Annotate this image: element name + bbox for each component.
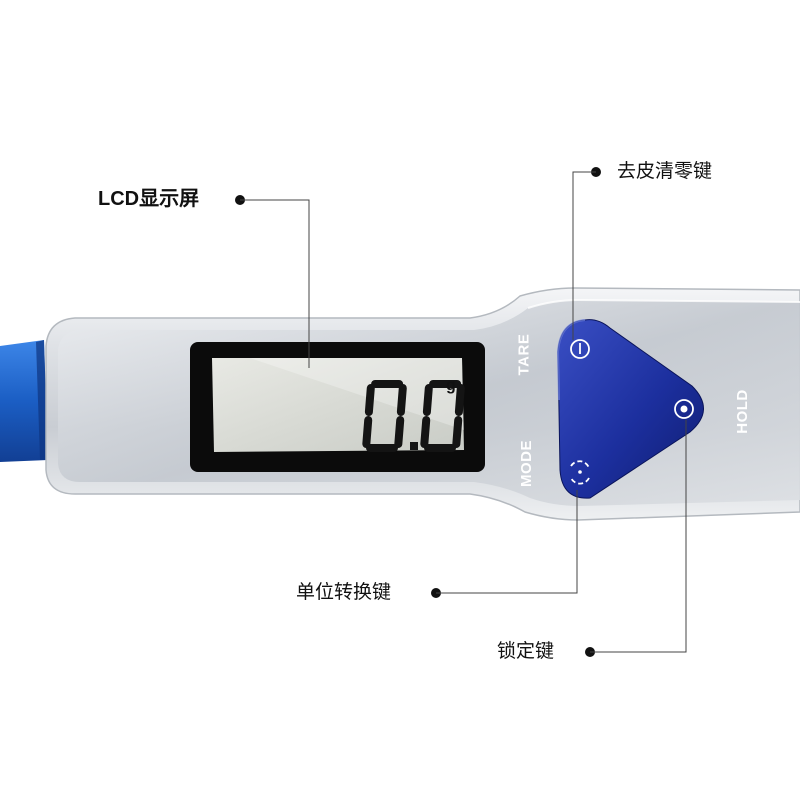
hold-button[interactable]	[674, 399, 694, 419]
leader-tare	[572, 167, 601, 340]
callout-tare: 去皮清零键	[617, 160, 713, 182]
callout-hold: 锁定键	[497, 640, 555, 662]
digit-0	[362, 380, 407, 452]
lcd-reading	[362, 380, 465, 452]
blue-handle	[0, 340, 48, 462]
segment-f	[364, 384, 375, 416]
segment-f	[422, 384, 433, 416]
segment-c	[394, 416, 405, 448]
leader-lcd	[235, 195, 310, 368]
mode-button[interactable]	[570, 460, 590, 485]
segment-b	[454, 384, 465, 416]
tare-button[interactable]	[570, 339, 590, 359]
segment-c	[452, 416, 463, 448]
lcd-unit: g	[446, 377, 456, 394]
mode-label: MODE	[518, 440, 535, 487]
power-icon	[570, 339, 590, 359]
segment-b	[396, 384, 407, 416]
decimal-point	[410, 442, 418, 450]
callout-mode: 单位转换键	[296, 581, 392, 603]
segment-e	[420, 416, 431, 448]
callout-lcd: LCD显示屏	[98, 188, 200, 210]
tare-label: TARE	[515, 333, 533, 376]
digit-0	[420, 380, 465, 452]
mode-cycle-icon	[570, 460, 590, 485]
leader-mode	[431, 490, 578, 598]
leader-hold	[585, 420, 687, 657]
target-dot-icon	[674, 399, 694, 419]
hold-label: HOLD	[733, 389, 751, 434]
segment-e	[362, 416, 373, 448]
